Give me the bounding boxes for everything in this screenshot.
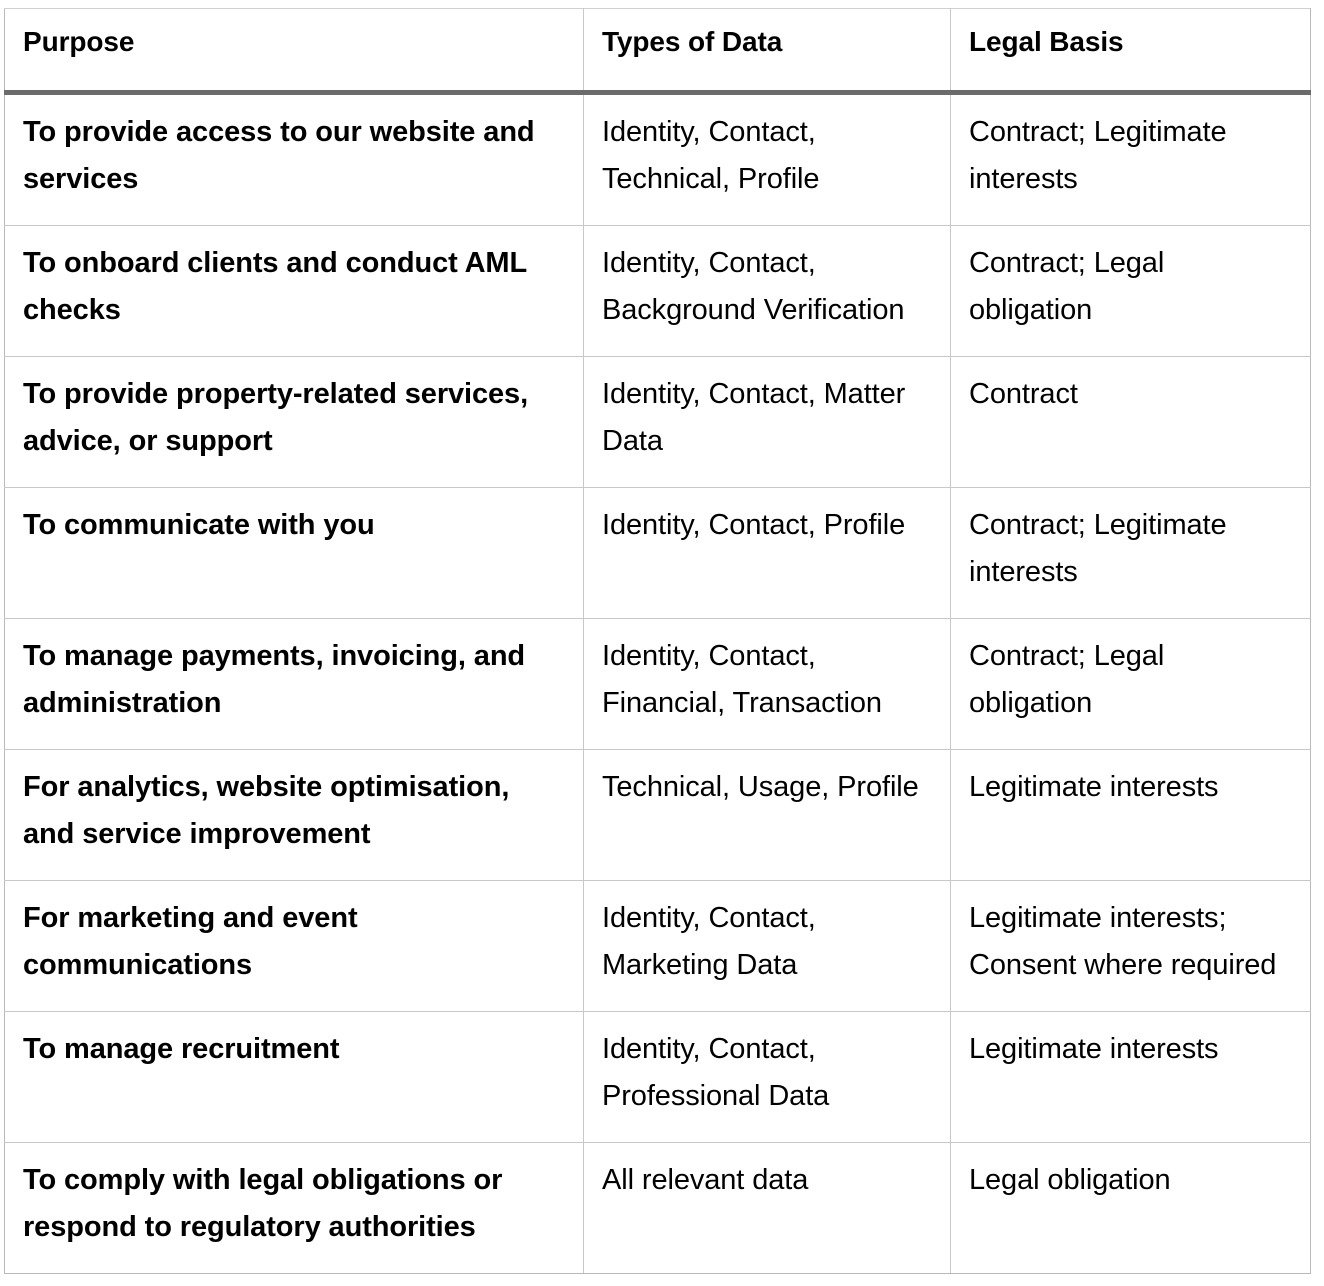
cell-types-of-data: All relevant data — [583, 1141, 951, 1274]
cell-legal-basis: Legitimate interests — [950, 1010, 1311, 1143]
table-row: For analytics, website optimisation, and… — [4, 749, 1311, 881]
cell-types-of-data: Identity, Contact, Matter Data — [583, 356, 951, 489]
column-header-legal-basis: Legal Basis — [950, 7, 1311, 96]
table-header-row: Purpose Types of Data Legal Basis — [4, 7, 1311, 96]
cell-types-of-data: Identity, Contact, Professional Data — [583, 1010, 951, 1143]
table-row: To comply with legal obligations or resp… — [4, 1141, 1311, 1274]
table-row: To provide property-related services, ad… — [4, 356, 1311, 489]
cell-legal-basis: Contract; Legal obligation — [950, 225, 1311, 358]
table-row: To manage payments, invoicing, and admin… — [4, 618, 1311, 751]
table-row: For marketing and event communications I… — [4, 879, 1311, 1012]
cell-purpose: To provide property-related services, ad… — [4, 356, 584, 489]
table-header: Purpose Types of Data Legal Basis — [4, 7, 1311, 96]
table-row: To manage recruitment Identity, Contact,… — [4, 1010, 1311, 1143]
column-header-purpose: Purpose — [4, 7, 584, 96]
cell-legal-basis: Contract; Legal obligation — [950, 618, 1311, 751]
cell-legal-basis: Contract; Legitimate interests — [950, 92, 1311, 227]
table-row: To provide access to our website and ser… — [4, 92, 1311, 227]
cell-purpose: To manage recruitment — [4, 1010, 584, 1143]
purpose-legal-basis-table: Purpose Types of Data Legal Basis To pro… — [4, 7, 1311, 1274]
table-row: To onboard clients and conduct AML check… — [4, 225, 1311, 358]
cell-types-of-data: Technical, Usage, Profile — [583, 749, 951, 881]
cell-legal-basis: Contract; Legitimate interests — [950, 487, 1311, 620]
cell-purpose: For marketing and event communications — [4, 879, 584, 1012]
cell-purpose: To communicate with you — [4, 487, 584, 620]
cell-types-of-data: Identity, Contact, Profile — [583, 487, 951, 620]
cell-types-of-data: Identity, Contact, Financial, Transactio… — [583, 618, 951, 751]
cell-legal-basis: Contract — [950, 356, 1311, 489]
cell-purpose: To manage payments, invoicing, and admin… — [4, 618, 584, 751]
cell-legal-basis: Legitimate interests; Consent where requ… — [950, 879, 1311, 1012]
column-header-types-of-data: Types of Data — [583, 7, 951, 96]
cell-purpose: To onboard clients and conduct AML check… — [4, 225, 584, 358]
cell-purpose: To provide access to our website and ser… — [4, 92, 584, 227]
cell-purpose: For analytics, website optimisation, and… — [4, 749, 584, 881]
cell-types-of-data: Identity, Contact, Background Verificati… — [583, 225, 951, 358]
table-body: To provide access to our website and ser… — [4, 92, 1311, 1274]
cell-legal-basis: Legitimate interests — [950, 749, 1311, 881]
cell-types-of-data: Identity, Contact, Technical, Profile — [583, 92, 951, 227]
table-row: To communicate with you Identity, Contac… — [4, 487, 1311, 620]
cell-legal-basis: Legal obligation — [950, 1141, 1311, 1274]
cell-types-of-data: Identity, Contact, Marketing Data — [583, 879, 951, 1012]
cell-purpose: To comply with legal obligations or resp… — [4, 1141, 584, 1274]
